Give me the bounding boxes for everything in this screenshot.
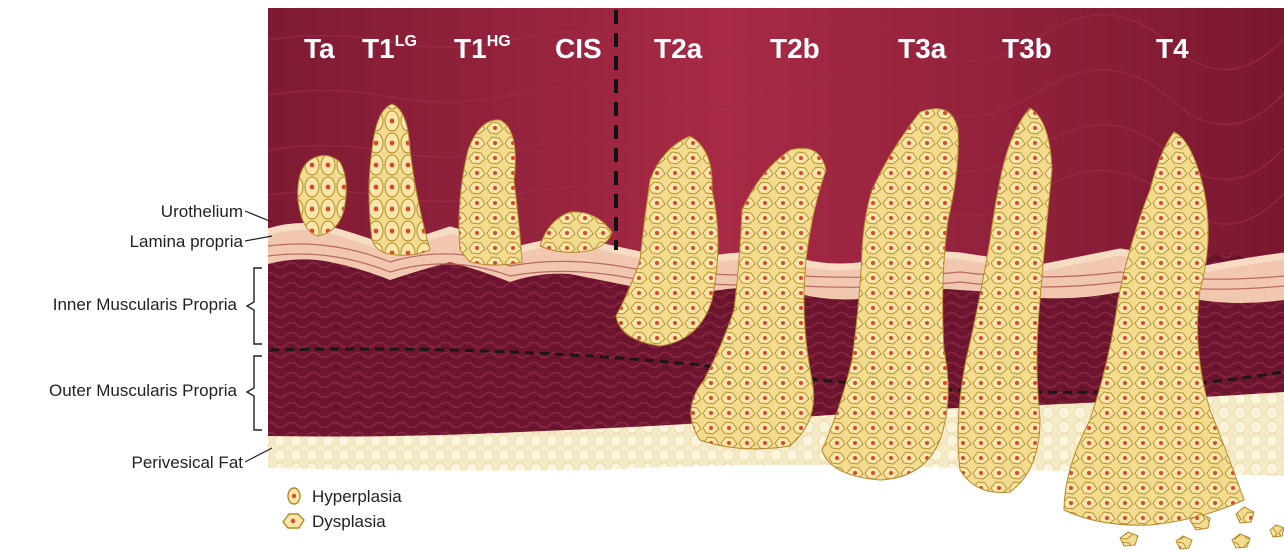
legend-hyperplasia: Hyperplasia bbox=[312, 487, 402, 506]
label-outer-muscularis-propria: Outer Muscularis Propria bbox=[49, 381, 238, 400]
label-lamina-propria: Lamina propria bbox=[130, 232, 244, 251]
label-urothelium: Urothelium bbox=[161, 202, 243, 221]
tissue-illustration: Ta T1LG T1HG CIS T2a T2b T3a T3b T4 bbox=[268, 8, 1284, 551]
bracket-outer-muscularis bbox=[247, 356, 262, 430]
layer-labels: Urothelium Lamina propria Inner Muscular… bbox=[49, 202, 272, 472]
stage-label-cis: CIS bbox=[555, 33, 602, 64]
stage-label-t2a: T2a bbox=[654, 33, 703, 64]
bracket-inner-muscularis bbox=[247, 268, 262, 344]
stage-label-t4: T4 bbox=[1156, 33, 1189, 64]
stage-label-t3b: T3b bbox=[1002, 33, 1052, 64]
label-perivesical-fat: Perivesical Fat bbox=[132, 453, 244, 472]
stage-label-ta: Ta bbox=[304, 33, 335, 64]
stage-label-t2b: T2b bbox=[770, 33, 820, 64]
hyperplasia-icon bbox=[288, 488, 300, 504]
label-inner-muscularis-propria: Inner Muscularis Propria bbox=[53, 295, 238, 314]
legend-dysplasia: Dysplasia bbox=[312, 512, 386, 531]
stage-label-t3a: T3a bbox=[898, 33, 947, 64]
